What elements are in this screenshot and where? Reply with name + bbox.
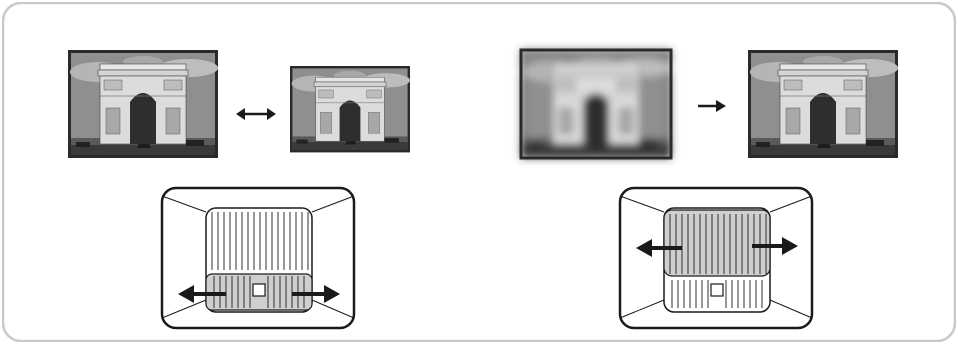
focus-ring-dial	[620, 188, 812, 328]
photo-small	[290, 66, 410, 152]
photo-large	[68, 50, 218, 158]
photo-blurred	[521, 50, 671, 158]
photo-sharp	[748, 50, 898, 158]
zoom-ring-dial	[162, 188, 354, 328]
